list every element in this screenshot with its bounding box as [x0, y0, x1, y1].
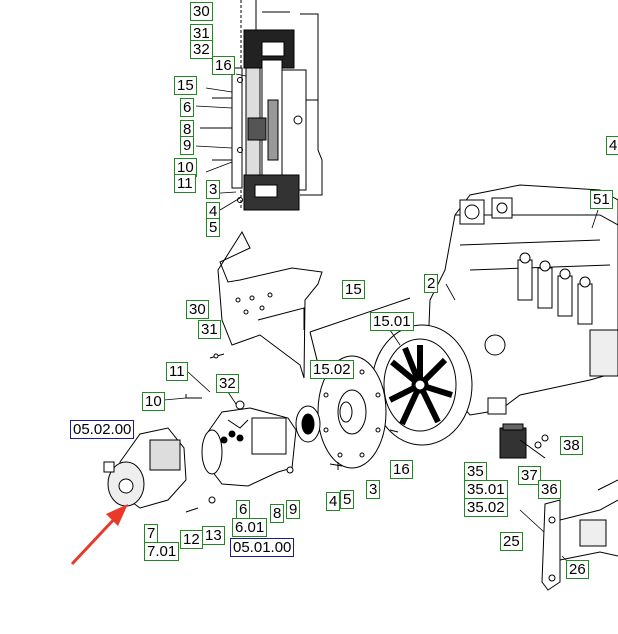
callout-12: 12	[180, 530, 203, 549]
callout-13: 13	[202, 526, 225, 545]
bracket-drawing	[541, 479, 618, 591]
callout-4-low: 4	[326, 492, 341, 511]
callout-8-low: 8	[270, 504, 285, 523]
callout-11-top: 11	[174, 174, 196, 193]
callout-6-low: 6	[236, 500, 251, 519]
callout-35-02: 35.02	[464, 498, 508, 517]
callout-7-01: 7.01	[144, 542, 180, 561]
callout-16-top: 16	[212, 56, 235, 75]
starter-drawing	[103, 353, 297, 513]
callout-5-top: 5	[206, 218, 221, 237]
clutch-section-drawing	[200, 0, 323, 211]
callout-5-low: 5	[340, 490, 355, 509]
callout-30-mid: 30	[186, 300, 209, 319]
callout-15-01: 15.01	[370, 312, 414, 331]
callout-35: 35	[464, 462, 487, 481]
mounting-plate-drawing	[217, 230, 411, 379]
callout-36: 36	[538, 480, 561, 499]
callout-32-mid: 32	[216, 374, 239, 393]
callout-26: 26	[566, 560, 589, 579]
callout-31-top: 31	[190, 24, 213, 43]
callout-10-mid: 10	[142, 392, 165, 411]
callout-9-low: 9	[286, 500, 301, 519]
callout-30-top: 30	[190, 2, 213, 21]
callout-6-01: 6.01	[232, 518, 268, 537]
callout-3-low: 3	[366, 480, 381, 499]
pointer-arrow-icon	[70, 504, 128, 566]
callout-31-mid: 31	[198, 320, 221, 339]
callout-37: 37	[518, 466, 541, 485]
reference-05-02-00[interactable]: 05.02.00	[70, 420, 135, 439]
callout-38: 38	[560, 436, 583, 455]
flywheel-drawing	[295, 355, 399, 470]
engine-drawing	[371, 184, 618, 459]
callout-15-mid: 15	[342, 280, 365, 299]
reference-05-01-00[interactable]: 05.01.00	[230, 538, 295, 557]
callout-35-01: 35.01	[464, 480, 508, 499]
callout-15-02: 15.02	[310, 360, 354, 379]
callout-7: 7	[144, 524, 159, 543]
callout-32-top: 32	[190, 40, 213, 59]
callout-6-top: 6	[180, 98, 195, 117]
callout-16-low: 16	[390, 460, 413, 479]
callout-9-top: 9	[180, 136, 195, 155]
callout-15-top: 15	[174, 76, 197, 95]
callout-25: 25	[500, 532, 523, 551]
callout-51: 51	[590, 190, 613, 209]
callout-11-mid: 11	[166, 362, 188, 381]
callout-4-right: 4	[606, 136, 618, 155]
callout-2: 2	[424, 274, 439, 293]
callout-3-top: 3	[206, 180, 221, 199]
